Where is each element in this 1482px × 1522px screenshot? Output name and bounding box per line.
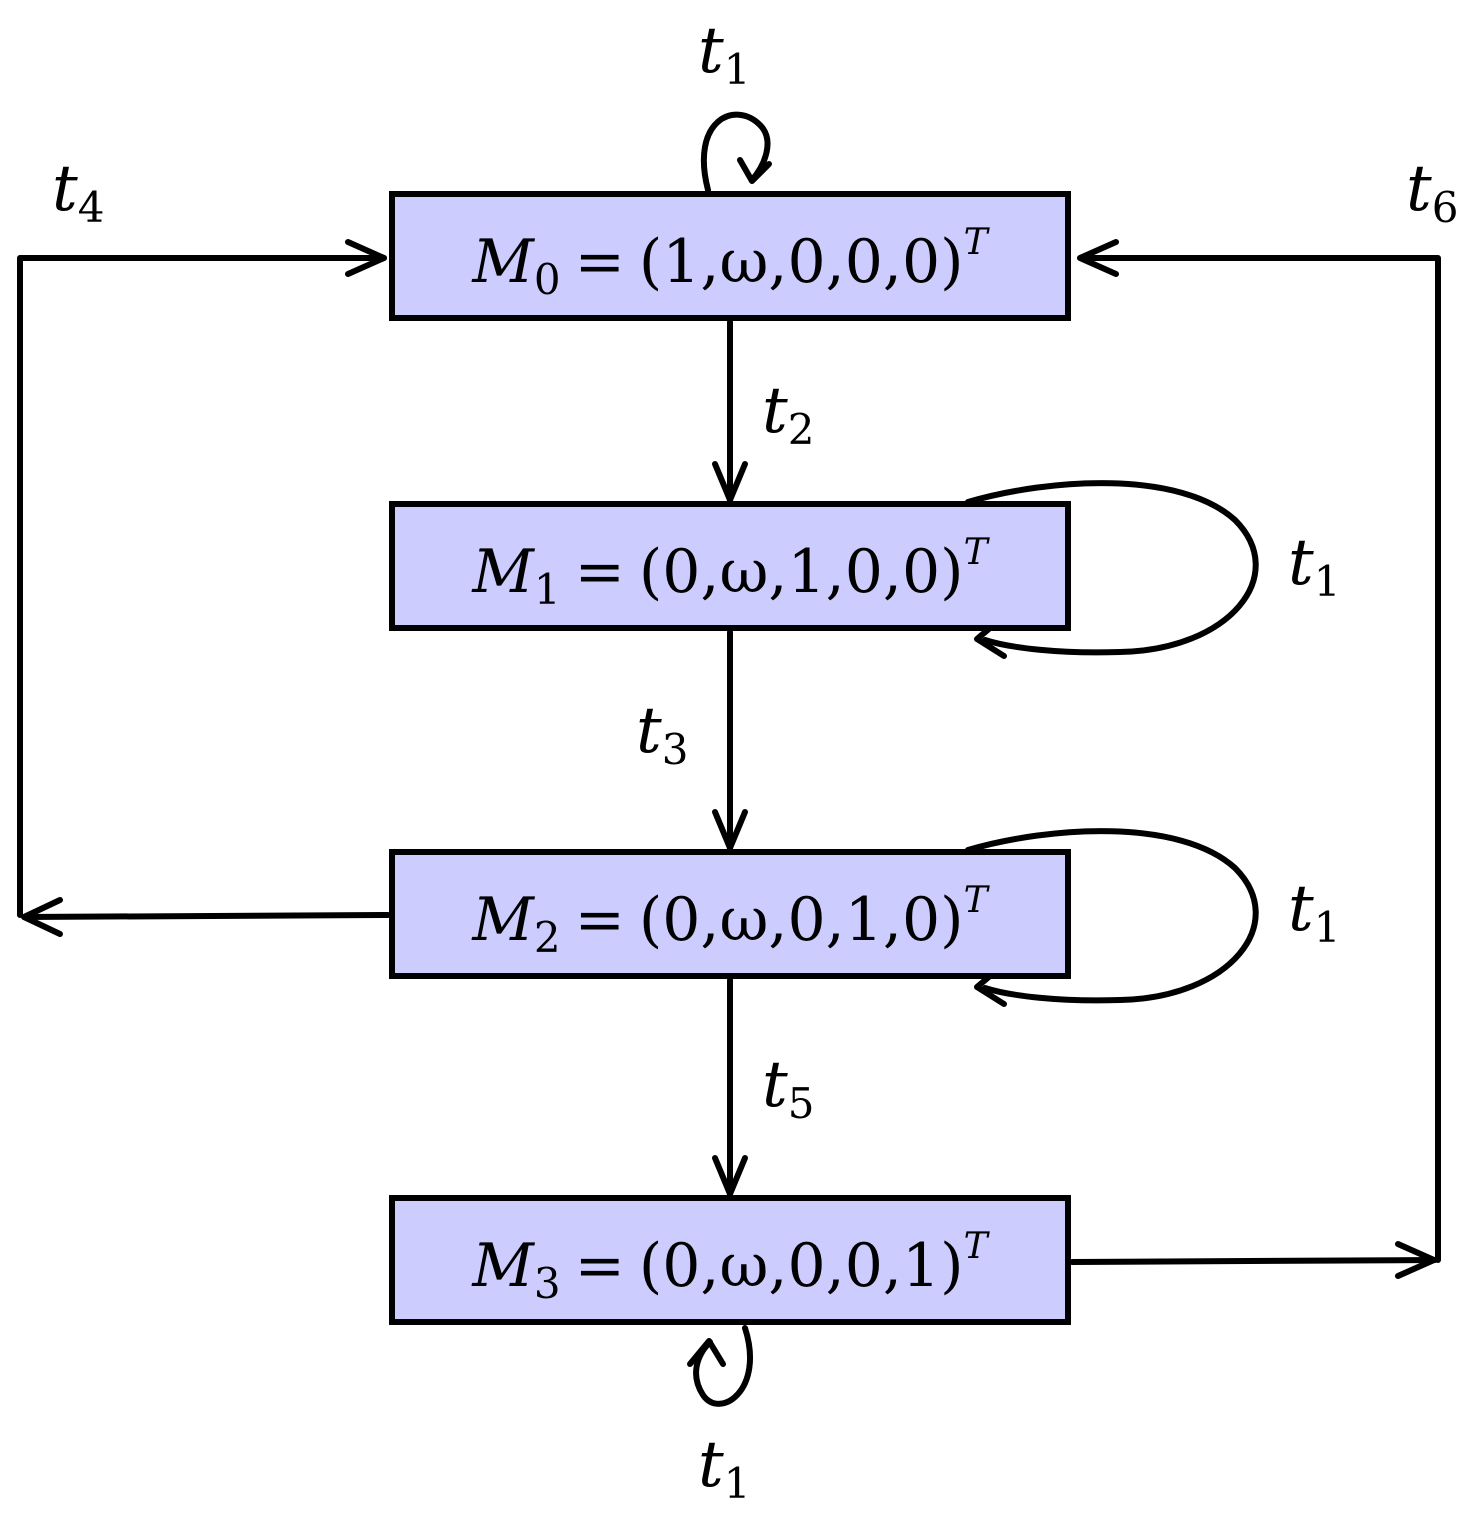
arrowhead-m3-to-m0-right <box>1395 1241 1437 1279</box>
label-m1-self-loop: t1 <box>1288 526 1340 606</box>
arrowhead-m0-self-loop <box>737 157 772 184</box>
node-m3-box <box>389 1195 1071 1325</box>
arrowhead-m2-to-m0-left <box>21 897 63 937</box>
edge-m2-self-loop <box>965 828 1259 1004</box>
node-m1-label: M1=(0,ω,1,0,0)T <box>471 532 990 614</box>
label-m2-to-m3: t5 <box>762 1048 814 1128</box>
label-m1-to-m2: t3 <box>636 694 688 774</box>
node-m2-label: M2=(0,ω,0,1,0)T <box>471 880 990 962</box>
arrowhead-m3-to-m0 <box>1077 239 1119 277</box>
edge-m3-self-loop <box>693 1325 753 1407</box>
edge-m3-to-m0 <box>1069 255 1441 1265</box>
label-m2-to-m0: t4 <box>52 152 104 232</box>
label-m0-to-m1: t2 <box>762 374 814 454</box>
arrowhead-m3-self-loop <box>687 1338 726 1367</box>
node-m2: M2=(0,ω,0,1,0)T <box>389 849 1071 979</box>
label-m2-self-loop: t1 <box>1288 872 1340 952</box>
label-m3-to-m0: t6 <box>1406 152 1458 232</box>
node-m0-label: M0=(1,ω,0,0,0)T <box>471 222 990 304</box>
arrowhead-m2-to-m3 <box>712 1155 748 1197</box>
node-m2-box <box>389 849 1071 979</box>
arrowhead-m2-to-m0 <box>345 239 387 277</box>
node-m3: M3=(0,ω,0,0,1)T <box>389 1195 1071 1325</box>
arrowhead-m0-to-m1 <box>712 461 748 503</box>
label-m0-self-loop: t1 <box>698 14 750 94</box>
node-m0-box <box>389 191 1071 321</box>
node-m1-box <box>389 501 1071 631</box>
node-m3-label: M3=(0,ω,0,0,1)T <box>471 1226 990 1308</box>
node-m1: M1=(0,ω,1,0,0)T <box>389 501 1071 631</box>
node-m0: M0=(1,ω,0,0,0)T <box>389 191 1071 321</box>
edge-m0-self-loop <box>700 111 771 193</box>
edge-m2-to-m0 <box>17 255 391 920</box>
label-m3-self-loop: t1 <box>698 1428 750 1508</box>
arrowhead-m1-to-m2 <box>712 809 748 851</box>
edge-m1-self-loop <box>965 480 1259 656</box>
